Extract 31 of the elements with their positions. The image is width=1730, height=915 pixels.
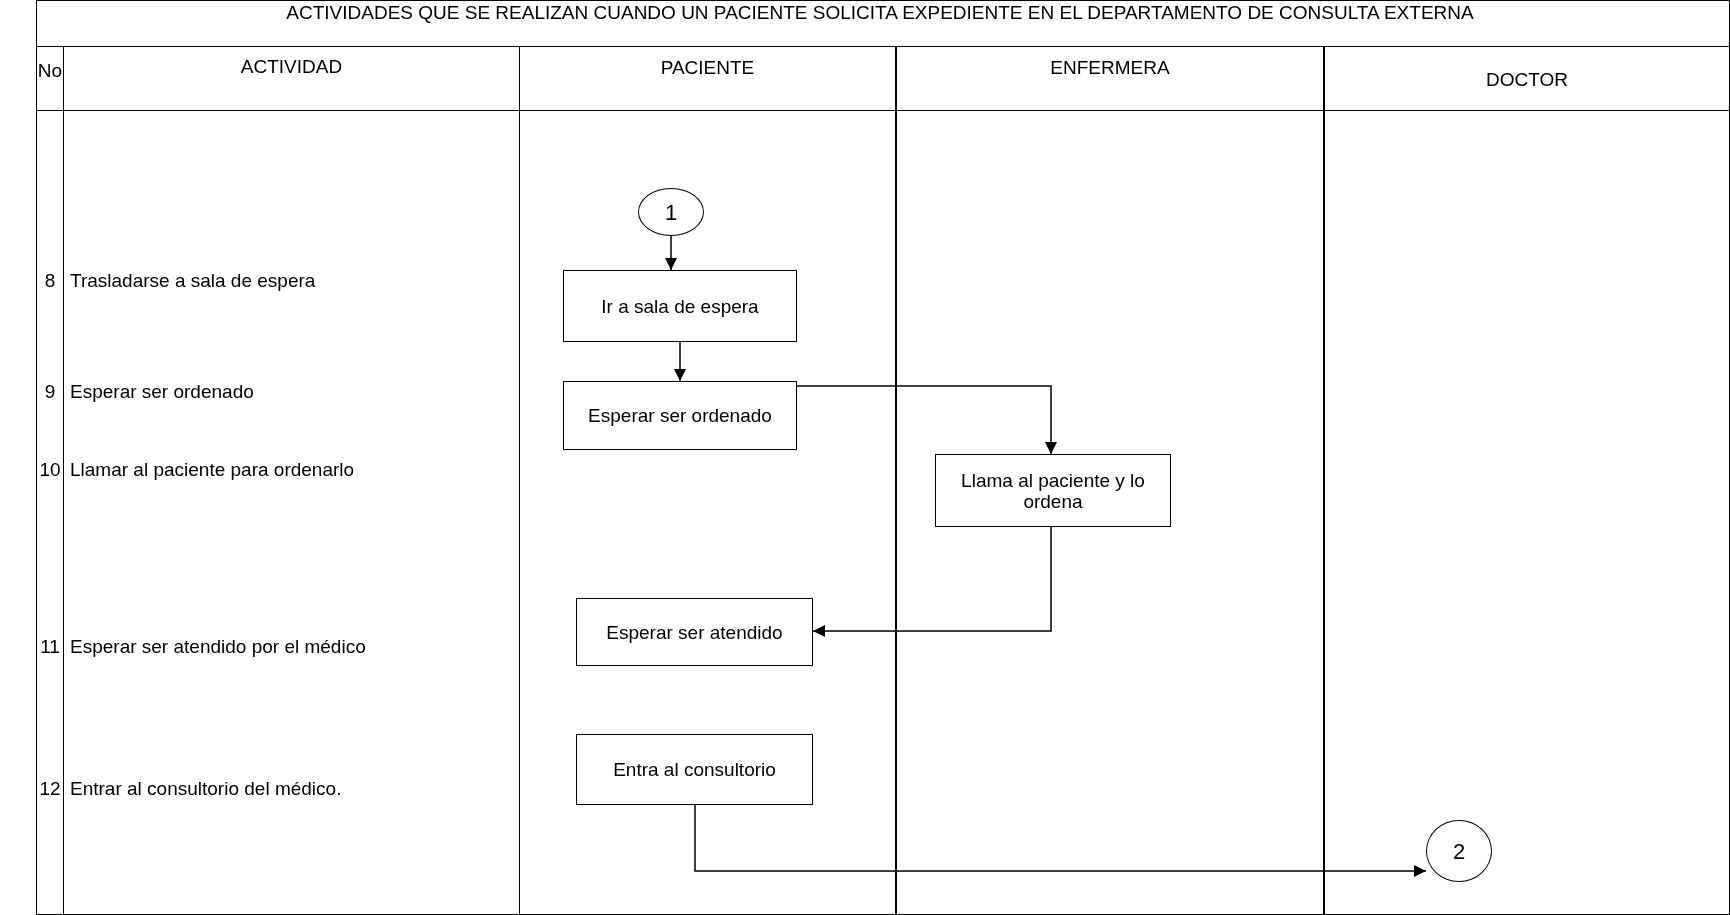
column-header: ACTIVIDAD [239,56,344,78]
process-box: Entra al consultorio [576,734,813,805]
process-box: Ir a sala de espera [563,270,797,342]
activity-text: Trasladarse a sala de espera [70,270,317,292]
row-number: 12 [38,778,62,800]
activity-text: Esperar ser ordenado [70,381,255,403]
activity-text: Esperar ser atendido por el médico [70,636,367,658]
column-header: No [36,60,64,82]
process-box: Esperar ser ordenado [563,381,797,450]
arrow [674,341,686,382]
process-box: Esperar ser atendido [576,598,813,666]
title: ACTIVIDADES QUE SE REALIZAN CUANDO UN PACIENTE SOLICITA EXPEDIENTE EN EL DEPARTAMENTO DE CONSULTA EXTERNA [285,2,1475,23]
connector-circle: 2 [1426,820,1492,882]
lane-header: ENFERMERA [1050,57,1170,79]
arrow [812,526,1052,637]
lane-header: PACIENTE [660,57,755,79]
swimlane [1324,46,1730,915]
row-number: 11 [39,636,61,658]
activity-text: Llamar al paciente para ordenarlo [70,459,356,481]
connector-circle: 1 [638,188,704,236]
row-number: 8 [43,270,57,292]
lane-header: DOCTOR [1486,69,1568,91]
swimlane [519,46,896,915]
row-number: 10 [38,459,62,481]
arrow [665,235,677,271]
arrow [796,385,1057,455]
swimlane [896,46,1324,915]
process-box: Llama al paciente y lo ordena [935,454,1171,527]
row-number: 9 [43,381,57,403]
arrow [694,804,1427,877]
activity-text: Entrar al consultorio del médico. [70,778,343,800]
